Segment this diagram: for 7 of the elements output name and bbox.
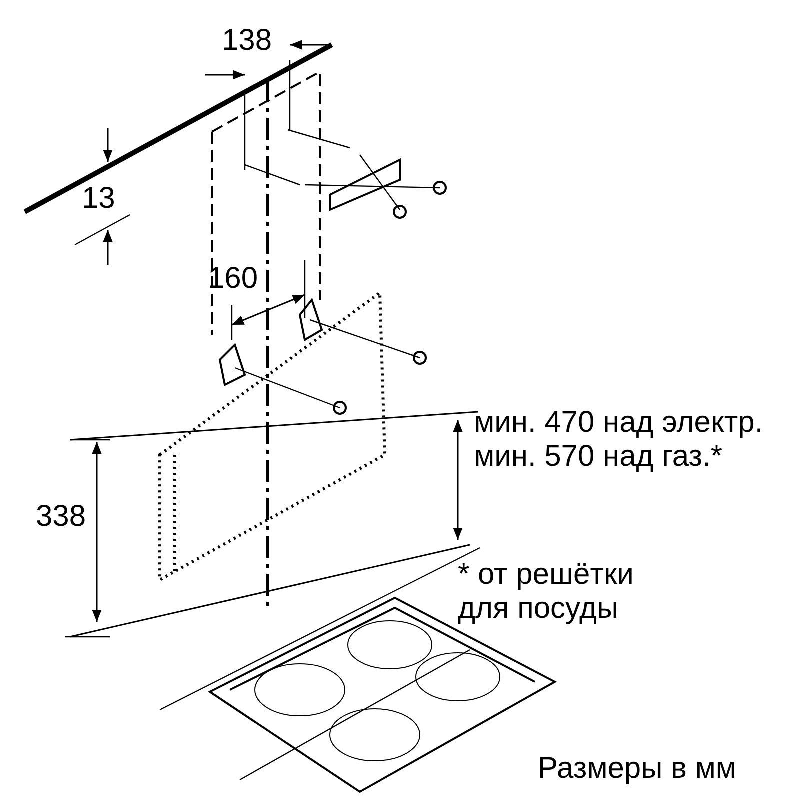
dimension-value: 338: [36, 500, 86, 534]
dimension-value: 138: [222, 24, 272, 58]
clearance-note: * от решётки для посуды: [458, 558, 635, 626]
dimension-value: 13: [82, 182, 116, 216]
units-note: Размеры в мм: [538, 752, 737, 786]
clearance-note: мин. 470 над электр. мин. 570 над газ.*: [474, 406, 764, 474]
dimension-value: 160: [208, 262, 258, 296]
